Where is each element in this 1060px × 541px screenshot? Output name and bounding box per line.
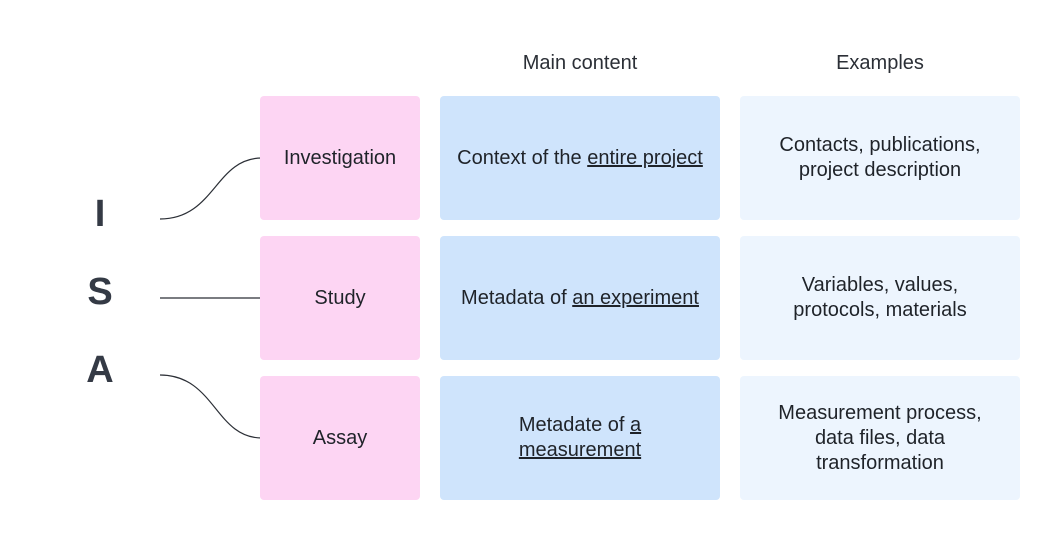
connector-investigation: [159, 157, 263, 220]
study-main-box: Metadata of an experiment: [440, 236, 720, 360]
assay-main-emphasis-2: measurement: [518, 439, 642, 461]
investigation-main-emphasis: entire project: [587, 146, 703, 169]
main-content-header: Main content: [522, 52, 638, 74]
assay-label: Assay: [312, 426, 368, 449]
study-box: Study: [260, 236, 420, 360]
examples-header: Examples: [836, 52, 924, 74]
investigation-examples-box: Contacts, publications, project descript…: [740, 96, 1020, 220]
investigation-examples-text: Contacts, publications, project descript…: [779, 134, 981, 181]
letter-i: I: [94, 193, 106, 235]
assay-main-box: Metadate of a measurement: [440, 376, 720, 500]
assay-examples-box: Measurement process, data files, data tr…: [740, 376, 1020, 500]
study-main-emphasis: an experiment: [572, 286, 699, 309]
assay-main-emphasis-1: a: [630, 414, 642, 436]
assay-box: Assay: [260, 376, 420, 500]
study-label: Study: [314, 286, 366, 309]
study-examples-box: Variables, values, protocols, materials: [740, 236, 1020, 360]
connector-assay: [159, 374, 263, 439]
study-examples-text: Variables, values, protocols, materials: [793, 274, 967, 321]
assay-examples-text: Measurement process, data files, data tr…: [778, 401, 982, 474]
investigation-main-text: Context of the entire project: [457, 146, 703, 169]
letter-s: S: [87, 271, 113, 313]
study-main-text: Metadata of an experiment: [461, 286, 699, 309]
investigation-main-box: Context of the entire project: [440, 96, 720, 220]
investigation-label: Investigation: [283, 146, 397, 169]
assay-main-text: Metadate of a measurement: [518, 414, 642, 461]
letter-a: A: [86, 349, 114, 391]
investigation-box: Investigation: [260, 96, 420, 220]
